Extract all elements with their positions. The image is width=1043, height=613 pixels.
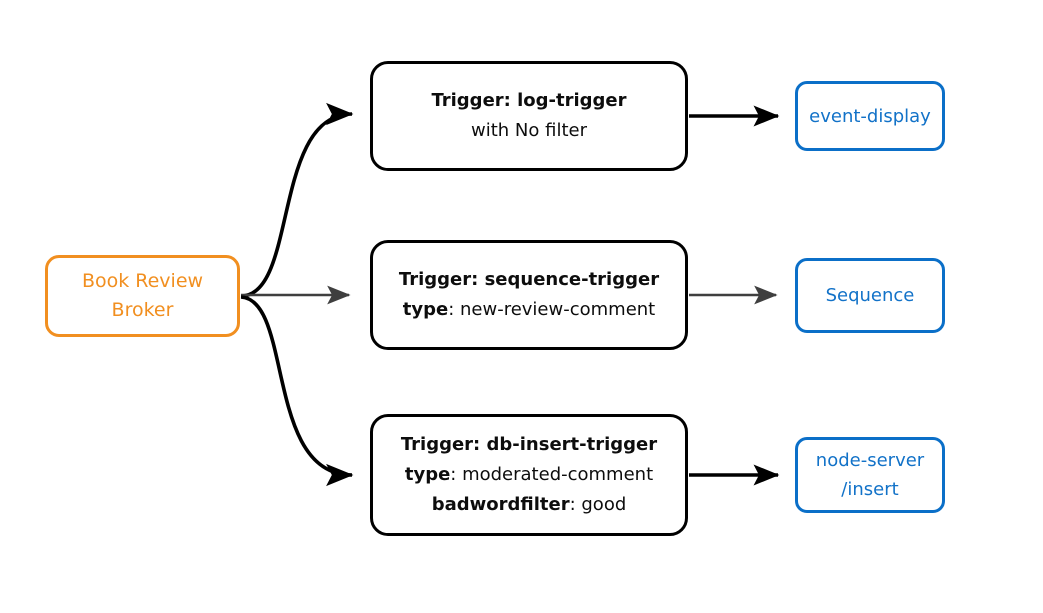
edge-broker-to-log-trigger [240,102,354,298]
node-label-line: event-display [809,105,931,127]
node-sequence[interactable]: Sequence [795,258,945,333]
node-event-display[interactable]: event-display [795,81,945,151]
trigger-title: Trigger: log-trigger [431,90,627,111]
node-db-insert-trigger[interactable]: Trigger: db-insert-trigger type: moderat… [370,414,688,536]
node-sequence-trigger[interactable]: Trigger: sequence-trigger type: new-revi… [370,240,688,350]
node-label-line: /insert [841,479,899,500]
node-node-server-insert[interactable]: node-server /insert [795,437,945,513]
trigger-title: Trigger: db-insert-trigger [400,434,658,455]
trigger-title: Trigger: sequence-trigger [398,269,660,290]
node-label-line: Book Review [81,270,204,292]
node-book-review-broker[interactable]: Book Review Broker [45,255,240,337]
node-label-line: node-server [815,450,925,471]
node-log-trigger[interactable]: Trigger: log-trigger with No filter [370,61,688,171]
edge-broker-to-db-insert-trigger [240,295,354,487]
node-label-line: Sequence [825,285,915,306]
trigger-detail: type: new-review-comment [402,299,656,320]
node-label-line: Broker [111,299,174,321]
trigger-detail: type: moderated-comment [404,464,654,485]
trigger-detail: badwordfilter: good [431,494,627,515]
trigger-detail: with No filter [471,120,587,141]
